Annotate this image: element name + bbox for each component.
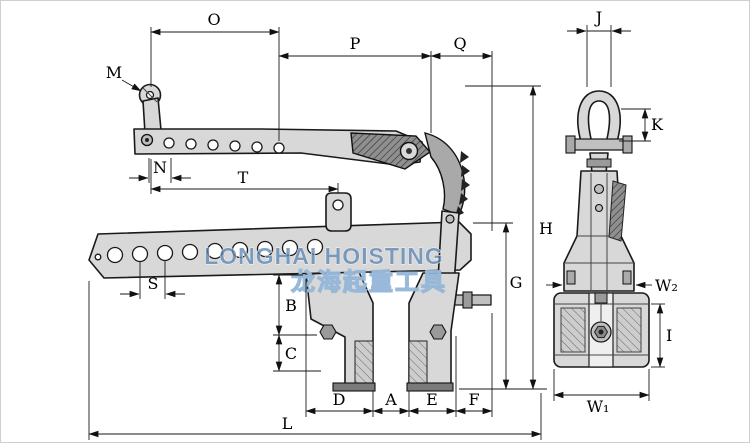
dimension-F: F	[455, 313, 493, 417]
dim-label-g: G	[510, 273, 523, 292]
dim-label-e: E	[426, 390, 438, 409]
dim-label-p: P	[350, 34, 361, 53]
watermark-cjk: 龙海起重工具	[291, 268, 447, 296]
shackle	[565, 90, 633, 154]
dim-label-t: T	[238, 168, 249, 187]
upper-arm	[133, 128, 423, 166]
spring	[608, 180, 627, 242]
dimension-M: M	[106, 63, 142, 92]
dim-label-l: L	[282, 414, 293, 433]
jaw-bolt	[429, 324, 447, 340]
dim-label-k: K	[651, 115, 664, 134]
dimension-D: D	[305, 279, 374, 417]
dim-label-c: C	[285, 344, 297, 363]
dim-label-d: D	[333, 390, 346, 409]
dim-label-h: H	[539, 219, 553, 238]
top-link	[138, 83, 162, 134]
dim-label-n: N	[153, 158, 167, 177]
dimension-A: A	[372, 390, 410, 417]
dimension-O: O	[150, 10, 280, 141]
dimension-L: L	[88, 281, 542, 440]
dim-label-w2: W₂	[655, 276, 678, 295]
right-jaw-foot	[406, 272, 460, 392]
dimensions-side: J K W₂ I W₁	[546, 8, 678, 416]
dim-label-i: I	[666, 326, 672, 345]
dimension-C: C	[273, 334, 321, 372]
dimension-Q: Q	[430, 34, 493, 231]
dimension-S: S	[120, 261, 185, 299]
dim-label-b: B	[285, 296, 297, 315]
dimension-T: T	[150, 159, 339, 194]
cam-tooth	[459, 193, 468, 205]
main-view	[88, 83, 492, 392]
side-view	[553, 90, 650, 368]
base-block	[553, 292, 650, 368]
dim-label-q: Q	[453, 34, 466, 53]
serrated-cam	[424, 132, 470, 217]
adjusting-screw	[450, 291, 492, 309]
dimension-K: K	[619, 108, 664, 142]
dimensions-main: O P Q M N T	[88, 10, 553, 440]
jaw-bolt	[319, 324, 337, 340]
dim-label-o: O	[207, 10, 220, 29]
watermark-latin: LONGHAI HOISTING	[204, 243, 444, 269]
dimension-W2: W₂	[546, 276, 678, 295]
cam-tooth	[460, 151, 469, 163]
clamp-body-front	[563, 152, 635, 292]
cam-tooth	[461, 165, 470, 177]
dimension-P: P	[278, 34, 432, 133]
dimension-E: E	[408, 336, 457, 417]
dimension-G: G	[473, 222, 523, 390]
watermark: LONGHAI HOISTING 龙海起重工具	[204, 243, 447, 297]
dimension-J: J	[567, 8, 631, 87]
dimension-I: I	[651, 303, 672, 368]
dim-label-j: J	[594, 8, 602, 27]
left-jaw-foot	[305, 271, 376, 392]
cam-tooth	[461, 179, 470, 191]
dimension-N: N	[129, 158, 191, 183]
dim-label-a: A	[384, 390, 397, 409]
dimension-W1: W₁	[553, 369, 650, 416]
cam-pivot-plate	[350, 132, 432, 170]
suspension-lug	[325, 192, 352, 232]
dim-label-s: S	[148, 274, 159, 293]
dim-label-w1: W₁	[587, 397, 610, 416]
adjusting-beam	[88, 221, 472, 279]
dim-label-m: M	[106, 63, 122, 82]
dim-label-f: F	[468, 390, 479, 409]
